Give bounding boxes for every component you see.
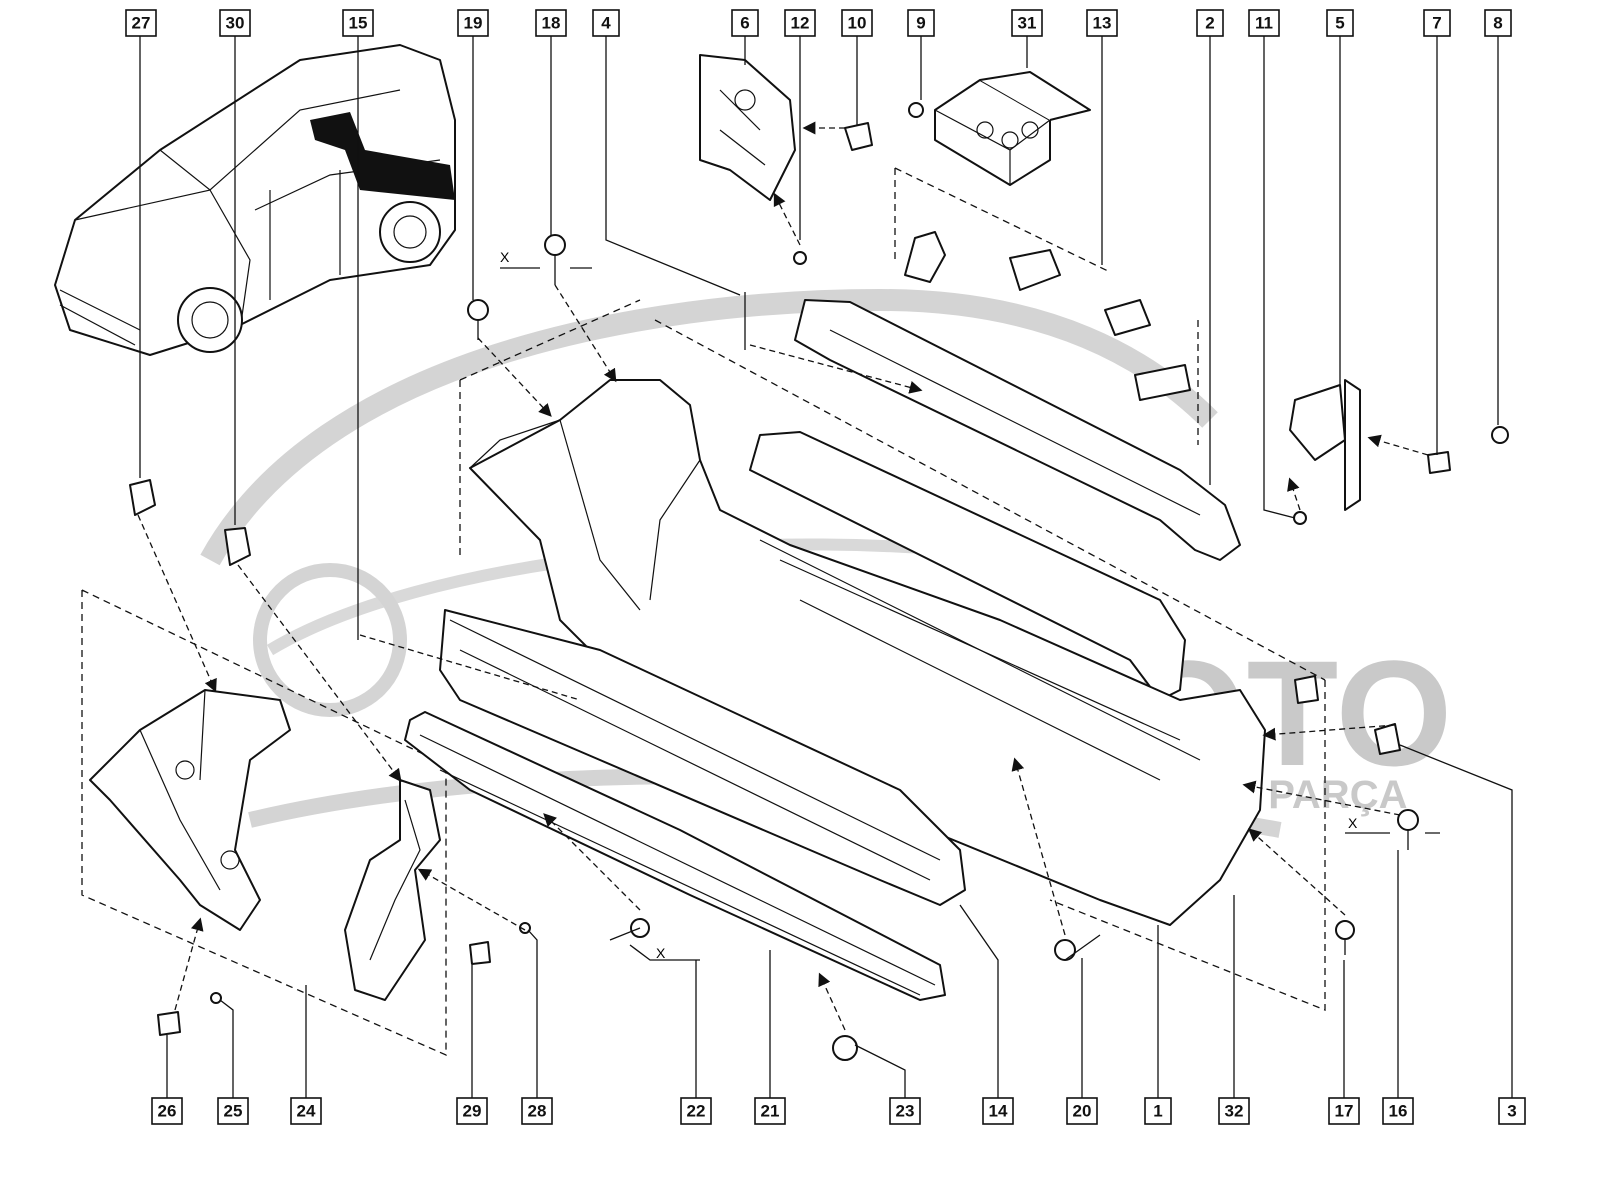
part-impact-beam [404, 609, 966, 1001]
assembly-arrows [137, 121, 1429, 1031]
callout-27[interactable]: 27 [125, 9, 157, 37]
fasteners [129, 102, 1509, 1061]
svg-text:5: 5 [1335, 14, 1344, 33]
svg-text:30: 30 [226, 14, 245, 33]
callout-28[interactable]: 28 [521, 1097, 553, 1125]
svg-text:25: 25 [224, 1102, 243, 1121]
callout-14[interactable]: 14 [982, 1097, 1014, 1125]
part-upper-strip [794, 299, 1241, 561]
svg-text:15: 15 [349, 14, 368, 33]
measurement-markers: X X X [500, 249, 1440, 961]
callout-24[interactable]: 24 [290, 1097, 322, 1125]
callout-15[interactable]: 15 [342, 9, 374, 37]
part-clip-set-13 [904, 231, 1191, 401]
callout-16[interactable]: 16 [1382, 1097, 1414, 1125]
measure-x-1: X [500, 249, 510, 265]
callouts-top: 27 30 15 19 18 4 6 12 10 9 31 13 2 11 5 … [125, 9, 1512, 37]
callout-30[interactable]: 30 [219, 9, 251, 37]
svg-text:20: 20 [1073, 1102, 1092, 1121]
callout-8[interactable]: 8 [1484, 9, 1512, 37]
callout-29[interactable]: 29 [456, 1097, 488, 1125]
callout-31[interactable]: 31 [1011, 9, 1043, 37]
svg-text:24: 24 [297, 1102, 316, 1121]
callout-12[interactable]: 12 [784, 9, 816, 37]
callout-1[interactable]: 1 [1144, 1097, 1172, 1125]
svg-text:6: 6 [740, 14, 749, 33]
callout-6[interactable]: 6 [731, 9, 759, 37]
callout-5[interactable]: 5 [1326, 9, 1354, 37]
callout-11[interactable]: 11 [1248, 9, 1280, 37]
callout-21[interactable]: 21 [754, 1097, 786, 1125]
svg-text:18: 18 [542, 14, 561, 33]
measure-x-3: X [656, 945, 666, 961]
svg-text:21: 21 [761, 1102, 780, 1121]
svg-text:13: 13 [1093, 14, 1112, 33]
callout-7[interactable]: 7 [1423, 9, 1451, 37]
svg-text:19: 19 [464, 14, 483, 33]
svg-text:3: 3 [1507, 1102, 1516, 1121]
svg-text:28: 28 [528, 1102, 547, 1121]
part-bracket-5 [1289, 379, 1361, 511]
callout-20[interactable]: 20 [1066, 1097, 1098, 1125]
part-side-bracket-right [344, 779, 441, 1001]
group-outlines [81, 167, 1326, 1056]
part-bracket-6 [699, 54, 796, 201]
svg-text:14: 14 [989, 1102, 1008, 1121]
callout-18[interactable]: 18 [535, 9, 567, 37]
leader-lines [139, 36, 1513, 1098]
callout-10[interactable]: 10 [841, 9, 873, 37]
svg-text:32: 32 [1225, 1102, 1244, 1121]
callout-25[interactable]: 25 [217, 1097, 249, 1125]
svg-text:16: 16 [1389, 1102, 1408, 1121]
callouts-bottom: 26 25 24 29 28 22 21 23 14 20 1 32 17 16… [151, 1097, 1526, 1125]
svg-text:7: 7 [1432, 14, 1441, 33]
measure-x-2: X [1348, 815, 1358, 831]
callout-26[interactable]: 26 [151, 1097, 183, 1125]
callout-4[interactable]: 4 [592, 9, 620, 37]
svg-text:29: 29 [463, 1102, 482, 1121]
svg-text:4: 4 [601, 14, 611, 33]
callout-3[interactable]: 3 [1498, 1097, 1526, 1125]
svg-text:17: 17 [1335, 1102, 1354, 1121]
callout-19[interactable]: 19 [457, 9, 489, 37]
callout-23[interactable]: 23 [889, 1097, 921, 1125]
svg-text:26: 26 [158, 1102, 177, 1121]
callout-17[interactable]: 17 [1328, 1097, 1360, 1125]
svg-text:2: 2 [1205, 14, 1214, 33]
part-clip-box-31 [934, 71, 1091, 186]
callout-13[interactable]: 13 [1086, 9, 1118, 37]
svg-text:27: 27 [132, 14, 151, 33]
svg-text:22: 22 [687, 1102, 706, 1121]
svg-text:12: 12 [791, 14, 810, 33]
svg-text:9: 9 [916, 14, 925, 33]
svg-text:11: 11 [1255, 14, 1273, 33]
callout-22[interactable]: 22 [680, 1097, 712, 1125]
svg-text:31: 31 [1018, 14, 1037, 33]
svg-text:23: 23 [896, 1102, 915, 1121]
vehicle-illustration [54, 44, 456, 356]
svg-text:8: 8 [1493, 14, 1502, 33]
svg-text:1: 1 [1153, 1102, 1162, 1121]
callout-32[interactable]: 32 [1218, 1097, 1250, 1125]
callout-2[interactable]: 2 [1196, 9, 1224, 37]
callout-9[interactable]: 9 [907, 9, 935, 37]
svg-text:10: 10 [848, 14, 867, 33]
